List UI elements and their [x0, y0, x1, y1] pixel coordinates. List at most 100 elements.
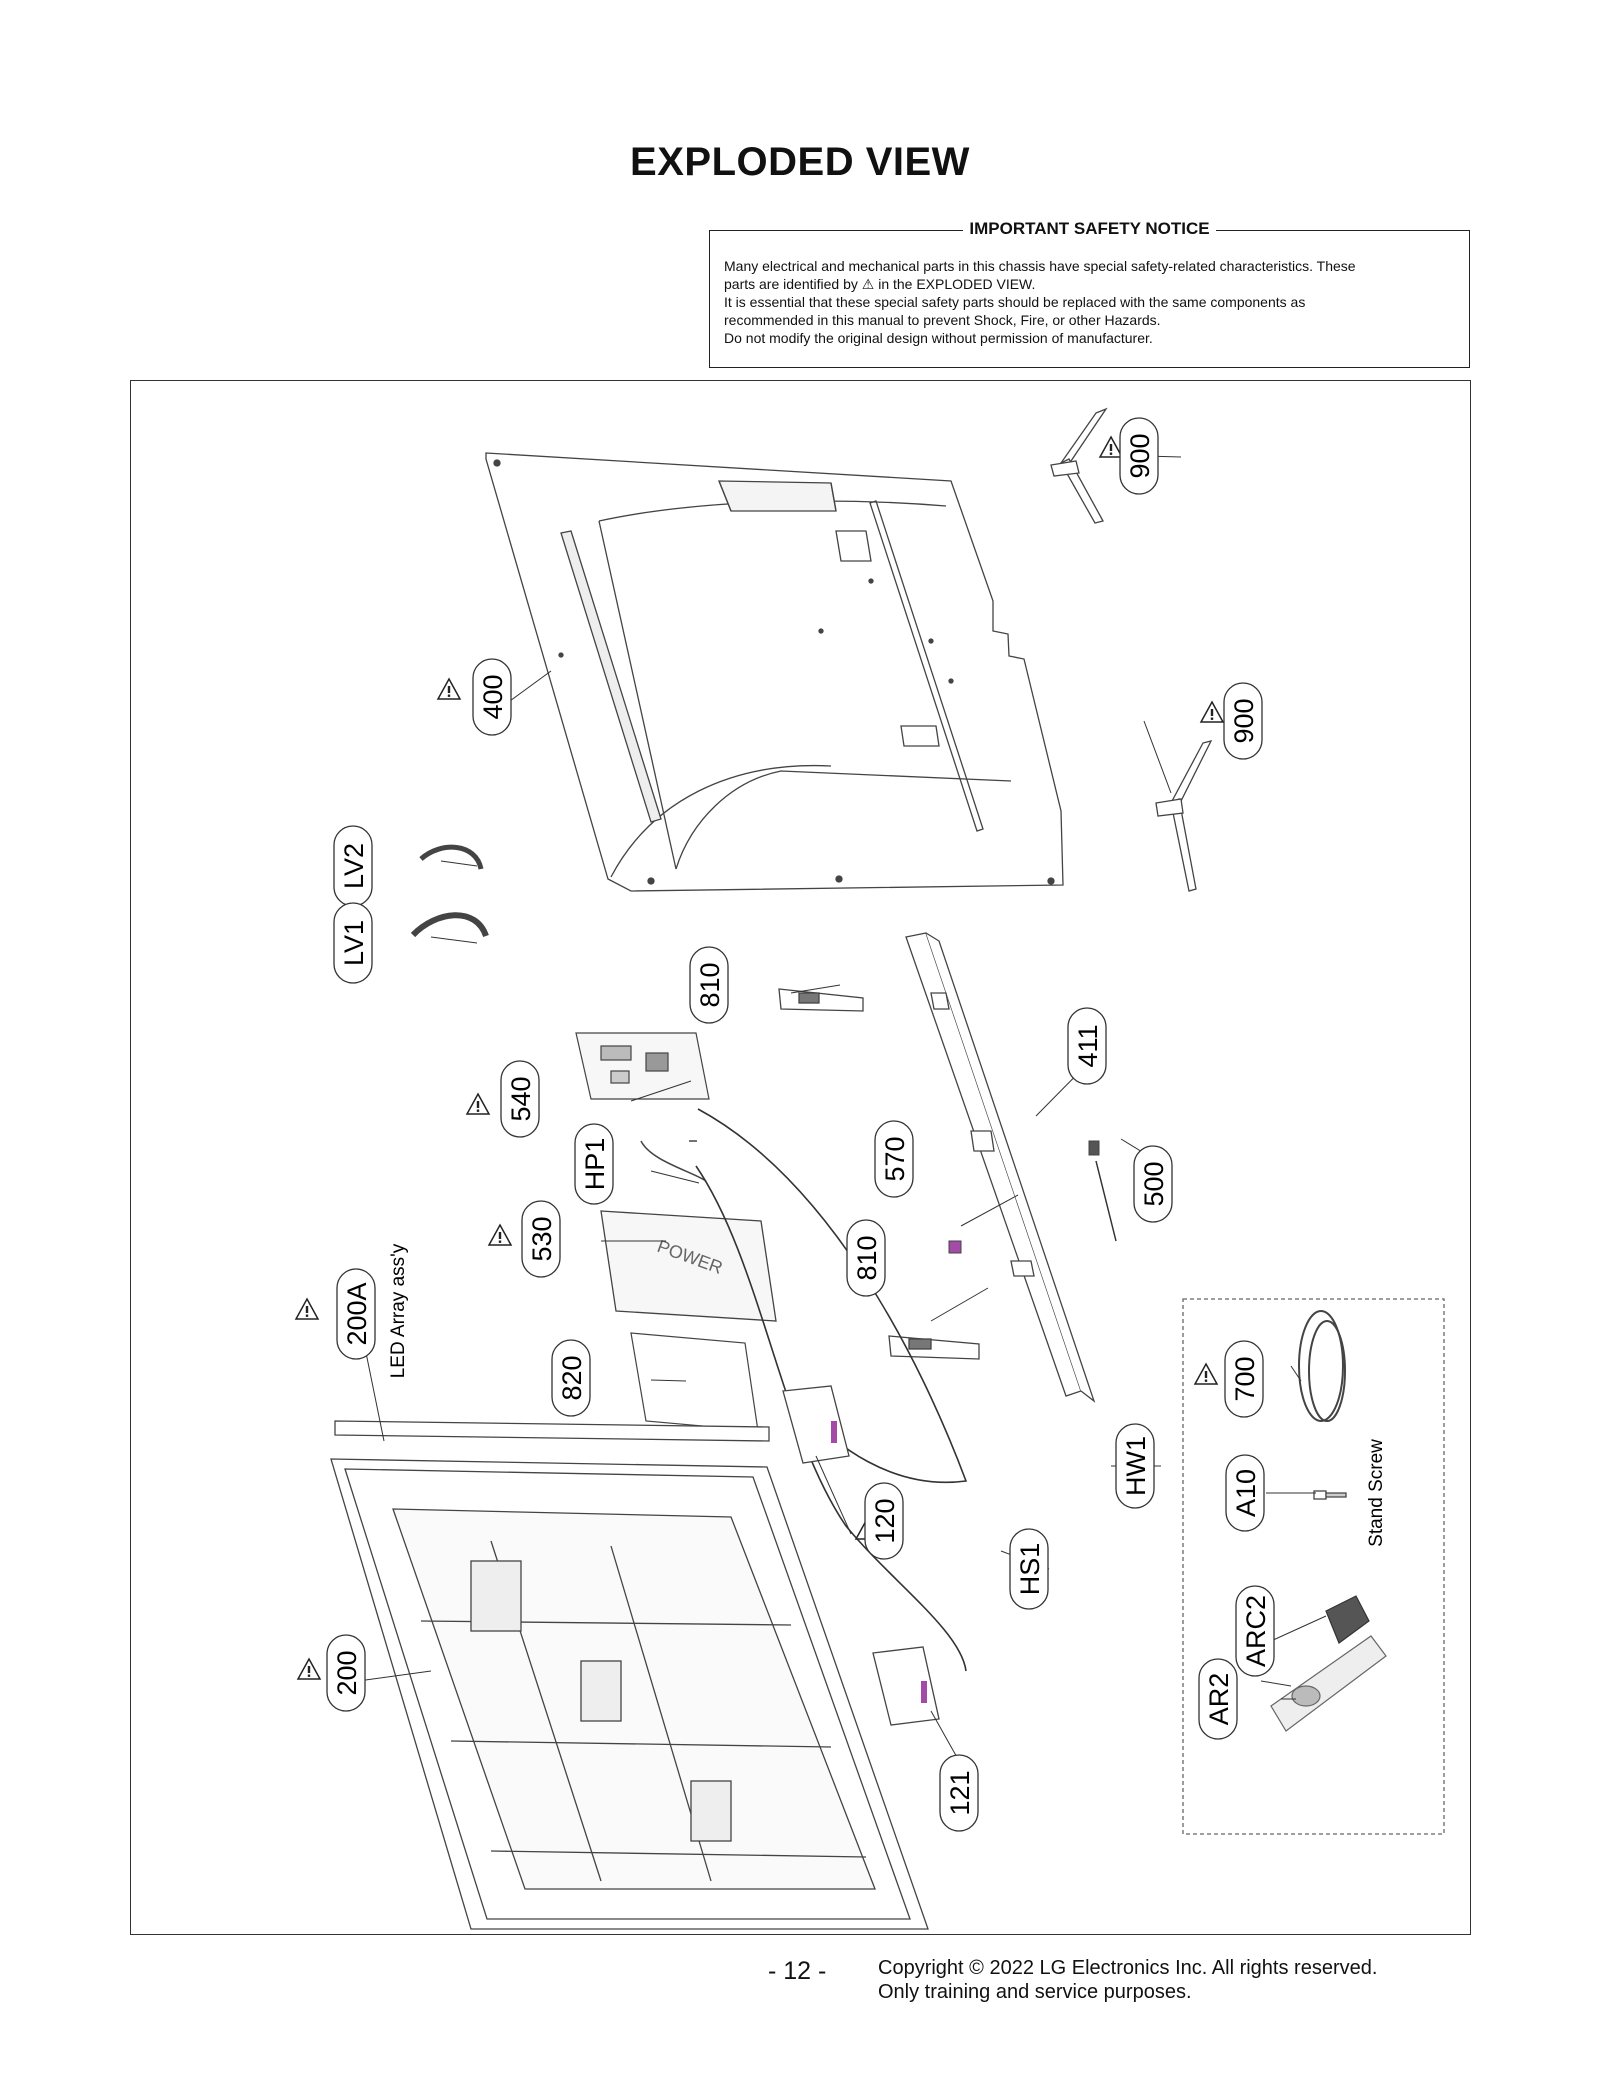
safety-notice-body: Many electrical and mechanical parts in …: [724, 257, 1455, 347]
svg-text:AR2: AR2: [1204, 1673, 1234, 1726]
safety-notice-line-1: Many electrical and mechanical parts in …: [724, 258, 1356, 274]
warning-icon-200: [297, 1658, 321, 1680]
warning-icon-900-mid: [1200, 701, 1224, 723]
footer-copyright: Copyright © 2022 LG Electronics Inc. All…: [878, 1956, 1377, 2004]
svg-text:Stand Screw: Stand Screw: [1366, 1439, 1387, 1547]
callout-400: 400: [472, 658, 512, 736]
safety-notice-line-2-before: parts are identified by: [724, 276, 858, 292]
svg-text:120: 120: [870, 1498, 900, 1543]
callout-810-low: 810: [846, 1219, 886, 1297]
safety-notice-line-3: It is essential that these special safet…: [724, 294, 1306, 310]
led-array-label: LED Array ass'y: [388, 1243, 409, 1378]
ir-module-top: [778, 988, 864, 1012]
safety-notice-line-2: parts are identified by ⚠ in the EXPLODE…: [724, 275, 1455, 293]
callout-120: 120: [864, 1482, 904, 1560]
svg-text:700: 700: [1230, 1356, 1260, 1401]
svg-text:A10: A10: [1231, 1469, 1261, 1517]
hp1-cable: [640, 1140, 707, 1182]
insulator-sheet-part: [630, 1332, 759, 1432]
page-number: - 12 -: [768, 1957, 827, 1985]
safety-notice-line-4: recommended in this manual to prevent Sh…: [724, 312, 1161, 328]
safety-notice-line-2-after: in the EXPLODED VIEW.: [878, 276, 1036, 292]
accessories-box: [1182, 1298, 1445, 1835]
callout-900-mid: 900: [1223, 682, 1263, 760]
callout-hs1: HS1: [1009, 1528, 1049, 1610]
warning-icon-900-top: [1099, 436, 1123, 458]
front-cabinet-part: [905, 932, 1096, 1403]
callout-820: 820: [551, 1339, 591, 1417]
power-board-part: POWER: [600, 1210, 777, 1322]
warning-icon-400: [437, 678, 461, 700]
callout-200: 200: [326, 1634, 366, 1712]
svg-text:121: 121: [945, 1770, 975, 1815]
callout-900-top-text: 900: [1125, 433, 1155, 478]
hs1-wire: [695, 1165, 967, 1672]
callout-900-top: 900: [1119, 417, 1159, 495]
speaker-121-part: [872, 1646, 940, 1726]
callout-700: 700: [1224, 1340, 1264, 1418]
warning-icon-700: [1194, 1363, 1218, 1385]
callout-lv2: LV2: [333, 825, 373, 907]
stand-screw-label: Stand Screw: [1366, 1439, 1387, 1547]
stand-leg-bottom: [1155, 740, 1213, 892]
safety-notice-box: IMPORTANT SAFETY NOTICE Many electrical …: [709, 219, 1470, 368]
remote-arc2-part: [1325, 1595, 1370, 1644]
remote-ar2-part: [1270, 1635, 1387, 1732]
callout-hp1: HP1: [574, 1123, 614, 1205]
svg-text:LED Array ass'y: LED Array ass'y: [388, 1243, 409, 1378]
callout-540: 540: [500, 1060, 540, 1138]
callout-ar2: AR2: [1198, 1658, 1238, 1740]
callout-hw1: HW1: [1115, 1423, 1155, 1509]
safety-notice-line-5: Do not modify the original design withou…: [724, 330, 1153, 346]
callout-lv1: LV1: [333, 902, 373, 984]
exploded-view-diagram: POWER: [130, 380, 1471, 1935]
back-cover-part: [485, 452, 1064, 892]
svg-text:LV1: LV1: [339, 920, 369, 966]
warning-icon-540: [466, 1093, 490, 1115]
safety-notice-heading-wrap: IMPORTANT SAFETY NOTICE: [710, 219, 1469, 239]
svg-text:ARC2: ARC2: [1241, 1595, 1271, 1667]
usage-text: Only training and service purposes.: [878, 1981, 1192, 2003]
callout-530: 530: [521, 1200, 561, 1278]
exploded-view-drawing: POWER: [295, 407, 1445, 1930]
callout-121: 121: [939, 1754, 979, 1832]
ir-module-low: [888, 1335, 980, 1360]
svg-text:500: 500: [1139, 1161, 1169, 1206]
svg-text:810: 810: [852, 1235, 882, 1280]
safety-notice-heading: IMPORTANT SAFETY NOTICE: [963, 219, 1216, 238]
svg-text:LV2: LV2: [339, 843, 369, 889]
svg-text:820: 820: [557, 1355, 587, 1400]
main-board-part: [575, 1032, 710, 1100]
svg-text:810: 810: [695, 962, 725, 1007]
svg-text:530: 530: [527, 1216, 557, 1261]
svg-text:HP1: HP1: [580, 1138, 610, 1191]
svg-text:900: 900: [1229, 698, 1259, 743]
callout-810-top: 810: [689, 946, 729, 1024]
warning-triangle-icon: ⚠: [861, 276, 875, 292]
callout-arc2: ARC2: [1235, 1585, 1275, 1677]
led-array-bar-part: [334, 1420, 770, 1442]
warning-icon-200a: [295, 1298, 319, 1320]
callout-570: 570: [874, 1120, 914, 1198]
svg-text:540: 540: [506, 1076, 536, 1121]
stand-leg-top: [1050, 407, 1108, 524]
copyright-text: Copyright © 2022 LG Electronics Inc. All…: [878, 1957, 1378, 1979]
hw1-wire: [697, 1108, 968, 1484]
callout-411: 411: [1067, 1007, 1107, 1085]
panel-module-part: [330, 1458, 929, 1930]
warning-icon-530: [488, 1224, 512, 1246]
connector-570: [948, 1240, 962, 1254]
svg-text:HS1: HS1: [1015, 1543, 1045, 1596]
callout-a10: A10: [1225, 1454, 1265, 1532]
svg-text:HW1: HW1: [1121, 1436, 1151, 1496]
speaker-120-part: [782, 1385, 850, 1464]
lv2-cable: [419, 844, 484, 870]
svg-text:400: 400: [478, 674, 508, 719]
connector-500: [1088, 1140, 1117, 1242]
svg-text:200A: 200A: [342, 1282, 372, 1345]
callout-500: 500: [1133, 1145, 1173, 1223]
callout-200a: 200A: [336, 1268, 376, 1360]
svg-text:570: 570: [880, 1136, 910, 1181]
page-title: EXPLODED VIEW: [630, 140, 970, 184]
power-cord-part: [1298, 1310, 1346, 1422]
